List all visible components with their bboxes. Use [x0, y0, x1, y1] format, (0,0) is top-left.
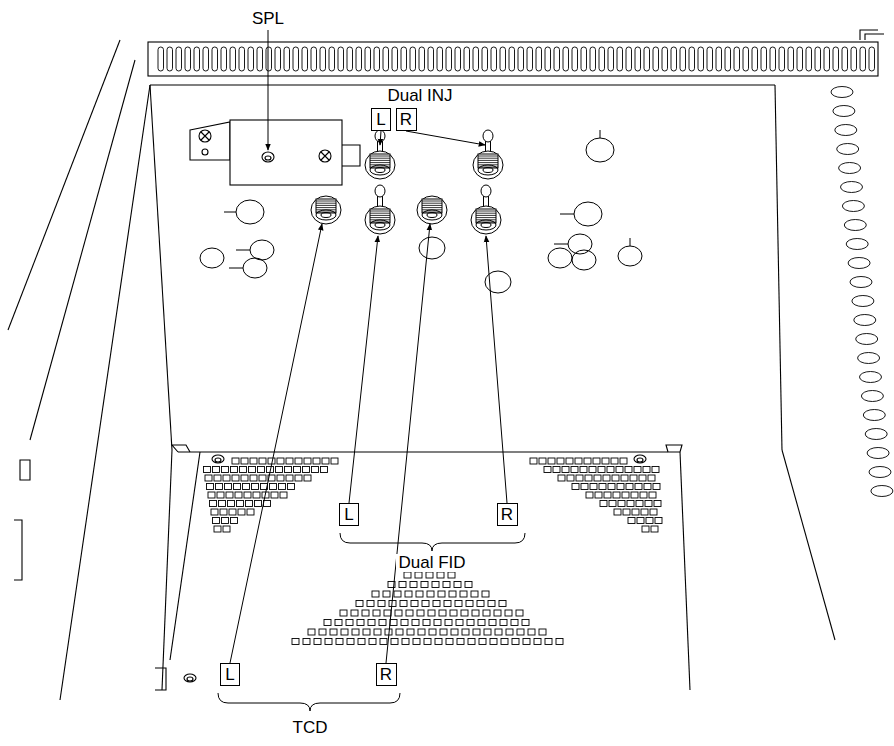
grill-holes [204, 458, 663, 645]
port-side-box: L [371, 108, 391, 131]
port-fittings [311, 130, 503, 234]
side-letter: R [380, 666, 392, 683]
port-holes [200, 130, 642, 293]
side-letter: R [501, 506, 513, 523]
housing [8, 30, 884, 700]
vent-strip [148, 42, 878, 76]
part-label: Dual FID [396, 554, 467, 573]
side-letter: R [400, 111, 412, 128]
port-side-box: L [220, 663, 240, 686]
side-letter: L [225, 666, 234, 683]
part-label: Dual INJ [385, 87, 454, 106]
port-side-box: R [376, 663, 397, 686]
leader-lines [230, 30, 507, 663]
vent-holes [831, 87, 893, 497]
port-side-box: R [497, 503, 518, 526]
grill-plate [155, 445, 682, 690]
port-side-box: L [339, 503, 359, 526]
split-injector [190, 120, 360, 185]
part-label: TCD [291, 719, 330, 738]
side-letter: L [344, 506, 353, 523]
side-letter: L [376, 111, 385, 128]
part-label: SPL [250, 10, 286, 29]
bracket [218, 533, 525, 711]
port-side-box: R [396, 108, 417, 131]
